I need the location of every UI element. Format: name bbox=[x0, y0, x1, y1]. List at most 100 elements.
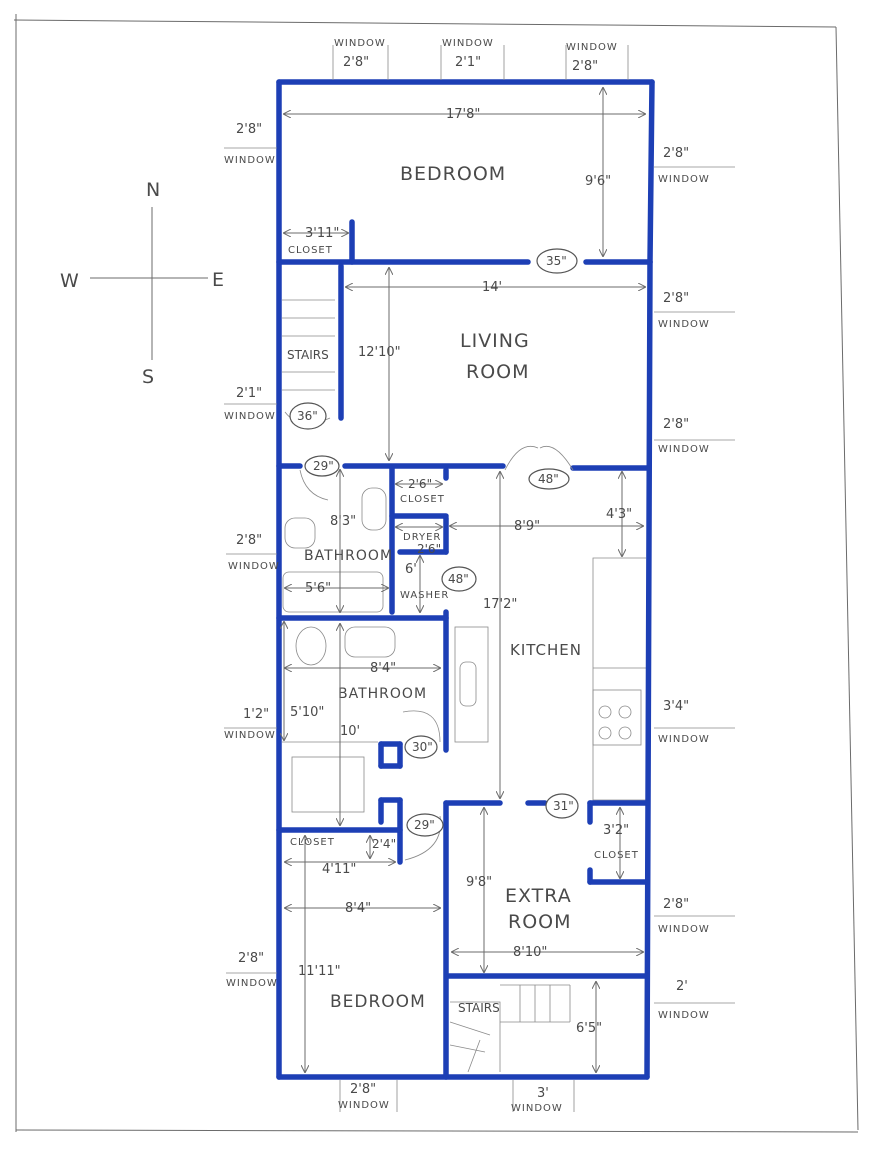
label-washer: WASHER bbox=[400, 590, 449, 601]
compass-east: E bbox=[212, 269, 225, 291]
dim-bath-upper-depth: 8'3" bbox=[330, 514, 356, 529]
svg-text:WINDOW: WINDOW bbox=[224, 411, 276, 422]
room-extra-1: EXTRA bbox=[505, 885, 572, 907]
dim-bedroom-depth: 9'6" bbox=[585, 174, 611, 189]
window-east-3: 2'8" bbox=[663, 417, 689, 432]
svg-text:WINDOW: WINDOW bbox=[226, 978, 278, 989]
door-living: 48" bbox=[538, 472, 559, 486]
compass-west: W bbox=[60, 270, 80, 292]
label-closet-top: CLOSET bbox=[288, 245, 333, 256]
svg-text:WINDOW: WINDOW bbox=[658, 924, 710, 935]
svg-text:WINDOW: WINDOW bbox=[334, 38, 386, 49]
walls bbox=[276, 79, 655, 1080]
window-west-2: 2'1" bbox=[236, 386, 262, 401]
dim-bedroom-bottom-width: 8'4" bbox=[345, 901, 371, 916]
dim-bedroom-width: 17'8" bbox=[446, 107, 480, 122]
dim-bath-upper-tub: 5'6" bbox=[305, 581, 331, 596]
upper-bath-tub bbox=[282, 571, 384, 613]
window-annotations: WINDOW 2'8" WINDOW 2'1" WINDOW 2'8" 2'8"… bbox=[224, 38, 735, 1114]
compass-south: S bbox=[142, 366, 155, 388]
label-closet-lower: CLOSET bbox=[290, 837, 335, 848]
label-stairs-lower: STAIRS bbox=[458, 1001, 500, 1015]
door-stairs: 36" bbox=[297, 409, 318, 423]
dimension-labels: 17'8" 9'6" 3'11" 14' 12'10" 2'6" 8'3" 2'… bbox=[290, 107, 632, 1036]
dimension-lines bbox=[284, 88, 645, 1072]
svg-text:WINDOW: WINDOW bbox=[658, 319, 710, 330]
window-top-3: 2'8" bbox=[572, 59, 598, 74]
compass-rose: N S E W bbox=[60, 179, 225, 388]
dim-closet-top: 3'11" bbox=[305, 226, 339, 241]
window-top-2: 2'1" bbox=[455, 55, 481, 70]
door-washer: 48" bbox=[448, 572, 469, 586]
dim-dryer: 2'6" bbox=[417, 542, 441, 556]
lower-bath-tub bbox=[291, 756, 365, 813]
dim-bath-lower-length: 10' bbox=[340, 724, 360, 739]
window-top-1: 2'8" bbox=[343, 55, 369, 70]
door-extra: 31" bbox=[553, 799, 574, 813]
dim-kitchen-width: 8'9" bbox=[514, 519, 540, 534]
window-east-6: 2' bbox=[676, 979, 688, 994]
dim-stairs-lower: 6'5" bbox=[576, 1021, 602, 1036]
room-bathroom-upper: BATHROOM bbox=[304, 548, 393, 564]
dim-closet-mid: 2'6" bbox=[408, 477, 432, 491]
dim-kitchen-depth: 17'2" bbox=[483, 597, 517, 612]
window-east-4: 3'4" bbox=[663, 699, 689, 714]
dim-closet-lower-width: 4'11" bbox=[322, 862, 356, 877]
page-border bbox=[13, 14, 859, 1133]
lower-bath-toilet bbox=[295, 626, 327, 666]
fixture-sketches bbox=[282, 299, 646, 1073]
compass-north: N bbox=[146, 179, 161, 201]
stove-icon bbox=[592, 689, 642, 746]
kitchen-island bbox=[454, 626, 489, 743]
svg-text:WINDOW: WINDOW bbox=[566, 42, 618, 53]
dim-bath-lower-depth: 5'10" bbox=[290, 705, 324, 720]
door-callouts: 35" 36" 29" 48" 48" 30" 29" 31" bbox=[289, 248, 579, 837]
window-west-4: 1'2" bbox=[243, 707, 269, 722]
window-west-3: 2'8" bbox=[236, 533, 262, 548]
room-bedroom-top: BEDROOM bbox=[400, 163, 506, 185]
room-living-2: ROOM bbox=[466, 361, 530, 383]
door-bath: 29" bbox=[313, 459, 334, 473]
room-extra-2: ROOM bbox=[508, 911, 572, 933]
room-kitchen: KITCHEN bbox=[510, 641, 582, 659]
dim-bedroom-bottom-depth: 11'11" bbox=[298, 964, 341, 979]
dim-washer: 6' bbox=[405, 562, 417, 577]
window-west-5: 2'8" bbox=[238, 951, 264, 966]
svg-text:WINDOW: WINDOW bbox=[658, 1010, 710, 1021]
window-west-1: 2'8" bbox=[236, 122, 262, 137]
door-bath-lower: 30" bbox=[412, 740, 433, 754]
dim-closet-right: 3'2" bbox=[603, 823, 629, 838]
upper-stairs-treads bbox=[282, 299, 335, 391]
label-stairs-upper: STAIRS bbox=[287, 348, 329, 362]
svg-text:WINDOW: WINDOW bbox=[224, 155, 276, 166]
svg-text:WINDOW: WINDOW bbox=[658, 444, 710, 455]
dim-kitchen-counter: 4'3" bbox=[606, 507, 632, 522]
window-east-5: 2'8" bbox=[663, 897, 689, 912]
room-bathroom-lower: BATHROOM bbox=[338, 686, 427, 702]
lower-bath-sink bbox=[344, 626, 396, 658]
window-east-1: 2'8" bbox=[663, 146, 689, 161]
svg-text:WINDOW: WINDOW bbox=[224, 730, 276, 741]
lower-stairs-treads bbox=[449, 984, 571, 1073]
kitchen-counter bbox=[592, 557, 646, 801]
dim-living-depth: 12'10" bbox=[358, 345, 401, 360]
window-bottom-2: 3' bbox=[537, 1086, 549, 1101]
window-bottom-1: 2'8" bbox=[350, 1082, 376, 1097]
label-closet-right: CLOSET bbox=[594, 850, 639, 861]
door-bedroom: 35" bbox=[546, 254, 567, 268]
room-living-1: LIVING bbox=[460, 330, 530, 352]
room-bedroom-bottom: BEDROOM bbox=[330, 992, 426, 1012]
door-closet-lower: 29" bbox=[414, 818, 435, 832]
upper-bath-sink bbox=[284, 517, 316, 549]
label-dryer: DRYER bbox=[403, 532, 441, 543]
dim-extra-width: 8'10" bbox=[513, 945, 547, 960]
svg-text:WINDOW: WINDOW bbox=[228, 561, 280, 572]
dim-living-width: 14' bbox=[482, 280, 502, 295]
svg-text:WINDOW: WINDOW bbox=[511, 1103, 563, 1114]
svg-text:WINDOW: WINDOW bbox=[658, 174, 710, 185]
dim-bath-lower-width: 8'4" bbox=[370, 661, 396, 676]
dim-closet-lower-depth: 2'4" bbox=[372, 837, 396, 851]
upper-bath-toilet bbox=[361, 487, 387, 531]
room-labels: BEDROOM LIVING ROOM KITCHEN BATHROOM BAT… bbox=[287, 163, 639, 1015]
